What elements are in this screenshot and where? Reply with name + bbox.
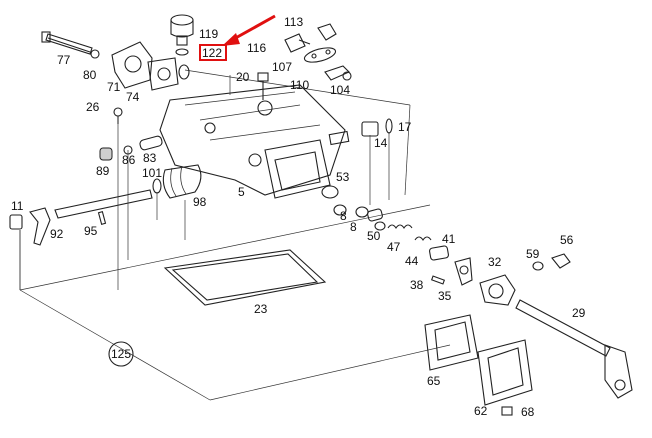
label-8-lower: 8	[350, 220, 357, 234]
bush-14-17	[361, 118, 393, 137]
rubber-boot	[152, 164, 202, 199]
label-44: 44	[405, 254, 419, 268]
label-113: 113	[284, 15, 303, 29]
label-77: 77	[57, 53, 71, 67]
highlight-marker	[199, 14, 276, 61]
label-35: 35	[438, 289, 452, 303]
label-23: 23	[254, 302, 268, 316]
selector-shaft-right	[515, 299, 633, 399]
detent-parts-chain	[321, 185, 449, 261]
selector-fork	[430, 257, 473, 286]
label-101: 101	[142, 166, 162, 180]
label-62: 62	[474, 404, 488, 418]
label-65: 65	[427, 374, 441, 388]
label-47: 47	[387, 240, 401, 254]
cover-gaskets	[424, 314, 533, 416]
label-74: 74	[126, 90, 140, 104]
leader-lines	[19, 75, 390, 290]
label-119: 119	[199, 27, 218, 41]
breather-cap	[170, 14, 194, 56]
label-50: 50	[367, 229, 381, 243]
gearbox-housing	[159, 84, 350, 199]
label-95: 95	[84, 224, 98, 238]
label-68: 68	[521, 405, 535, 419]
label-32: 32	[488, 255, 502, 269]
label-20: 20	[236, 70, 250, 84]
label-98: 98	[193, 195, 207, 209]
label-41: 41	[442, 232, 456, 246]
selector-shaft-left	[9, 189, 153, 246]
label-125: 125	[111, 347, 131, 361]
label-107: 107	[272, 60, 292, 74]
label-104: 104	[330, 83, 350, 97]
label-116: 116	[247, 41, 266, 55]
label-11: 11	[11, 199, 24, 213]
label-29: 29	[572, 306, 586, 320]
gasket-23	[163, 249, 327, 306]
label-71: 71	[107, 80, 121, 94]
label-110: 110	[290, 78, 309, 92]
bolt-20	[257, 72, 269, 100]
label-38: 38	[410, 278, 424, 292]
label-17: 17	[398, 120, 412, 134]
sensor-parts	[284, 23, 352, 81]
label-5: 5	[238, 185, 245, 199]
label-8-upper: 8	[340, 209, 347, 223]
label-89: 89	[96, 164, 110, 178]
small-parts-left	[99, 135, 163, 161]
label-56: 56	[560, 233, 574, 247]
bolt-and-flange	[41, 31, 190, 124]
highlighted-part-label: 122	[202, 46, 222, 60]
coupling-parts	[479, 253, 571, 306]
label-59: 59	[526, 247, 540, 261]
label-80: 80	[83, 68, 97, 82]
label-92: 92	[50, 227, 64, 241]
label-53: 53	[336, 170, 350, 184]
label-14: 14	[374, 136, 388, 150]
label-83: 83	[143, 151, 157, 165]
label-86: 86	[122, 153, 136, 167]
reference-circle-125	[108, 341, 134, 367]
label-26: 26	[86, 100, 100, 114]
